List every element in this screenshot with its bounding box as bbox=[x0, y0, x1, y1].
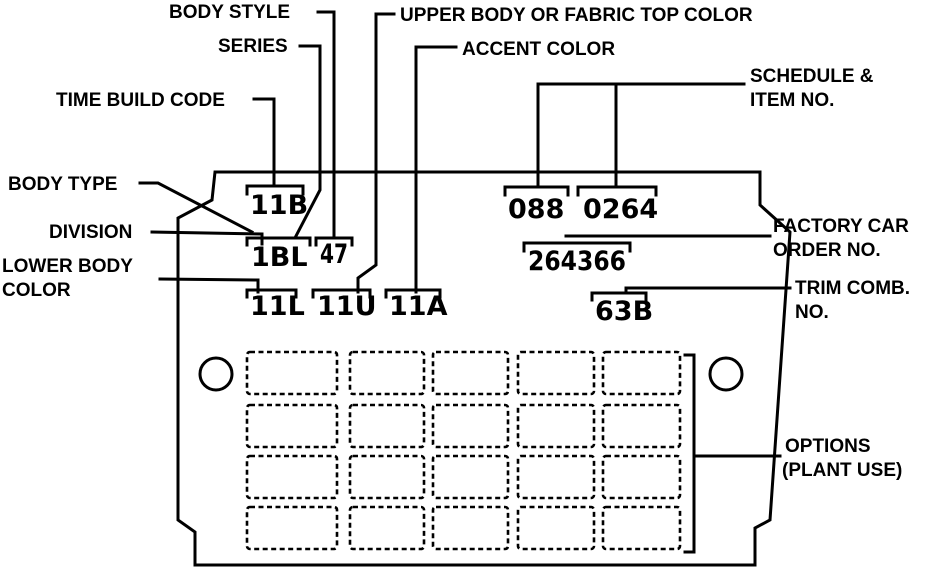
option-box bbox=[601, 505, 682, 551]
mounting-hole-left bbox=[198, 356, 234, 392]
options-bracket bbox=[683, 353, 696, 554]
body-style-bracket bbox=[314, 236, 354, 247]
option-box bbox=[348, 350, 426, 396]
series-leader bbox=[293, 44, 322, 239]
option-box bbox=[516, 350, 596, 396]
time-build-leader bbox=[252, 97, 276, 185]
option-box bbox=[516, 505, 596, 551]
body-style-leader bbox=[316, 10, 336, 237]
option-box bbox=[601, 403, 682, 449]
body-type-bracket bbox=[245, 236, 312, 247]
option-box bbox=[245, 505, 339, 551]
trim-comb-label-line1: TRIM COMB. bbox=[795, 278, 910, 299]
division-leader bbox=[150, 230, 264, 246]
option-box bbox=[431, 454, 510, 500]
time-build-bracket bbox=[245, 184, 305, 196]
item-no-code: 0264 bbox=[583, 194, 658, 225]
schedule-label-line1: SCHEDULE & bbox=[750, 66, 874, 87]
accent-color-code: 11A bbox=[389, 291, 448, 322]
schedule-bracket bbox=[536, 82, 618, 189]
lower-body-label-line2: COLOR bbox=[2, 280, 71, 301]
trim-comb-bracket bbox=[590, 291, 648, 302]
lower-body-bracket bbox=[245, 288, 298, 299]
item-code-bracket bbox=[576, 185, 658, 197]
lower-body-leader bbox=[158, 277, 260, 294]
upper-body-bracket bbox=[311, 288, 372, 299]
body-style-label: BODY STYLE bbox=[169, 2, 290, 23]
lower-body-color-code: 11L bbox=[250, 291, 305, 322]
schedule-code: 088 bbox=[508, 194, 564, 225]
option-box bbox=[516, 403, 596, 449]
option-box bbox=[431, 505, 510, 551]
trim-comb-code: 63B bbox=[595, 296, 653, 327]
option-box bbox=[516, 454, 596, 500]
option-box bbox=[431, 403, 510, 449]
options-grid bbox=[245, 350, 682, 551]
time-build-code-label: TIME BUILD CODE bbox=[56, 90, 225, 111]
plate-outline bbox=[176, 170, 792, 567]
upper-body-color-code: 11U bbox=[317, 291, 377, 322]
body-type-leader bbox=[138, 181, 255, 235]
lower-body-label-line1: LOWER BODY bbox=[2, 256, 133, 277]
option-box bbox=[348, 454, 426, 500]
option-box bbox=[348, 505, 426, 551]
body-type-division-code: 1BL bbox=[251, 242, 308, 273]
option-box bbox=[245, 403, 339, 449]
body-type-label: BODY TYPE bbox=[8, 174, 117, 195]
mounting-hole-right bbox=[708, 356, 744, 392]
series-label: SERIES bbox=[218, 36, 288, 57]
option-box bbox=[601, 454, 682, 500]
option-box bbox=[245, 350, 339, 396]
accent-color-label: ACCENT COLOR bbox=[462, 39, 615, 60]
schedule-label-line2: ITEM NO. bbox=[750, 90, 834, 111]
trim-comb-leader bbox=[624, 286, 792, 294]
trim-comb-label-line2: NO. bbox=[795, 302, 829, 323]
factory-order-code: 264366 bbox=[528, 246, 626, 277]
upper-body-label: UPPER BODY OR FABRIC TOP COLOR bbox=[400, 5, 753, 26]
accent-leader bbox=[414, 45, 458, 294]
options-label-line2: (PLANT USE) bbox=[782, 460, 902, 481]
factory-order-label-line2: ORDER NO. bbox=[773, 240, 881, 261]
option-box bbox=[245, 454, 339, 500]
option-box bbox=[601, 350, 682, 396]
option-box bbox=[431, 350, 510, 396]
upper-body-leader bbox=[356, 12, 396, 294]
body-style-code: 47 bbox=[320, 239, 348, 270]
schedule-code-bracket bbox=[503, 185, 570, 197]
factory-order-label-line1: FACTORY CAR bbox=[773, 216, 909, 237]
options-label-line1: OPTIONS bbox=[785, 436, 871, 457]
factory-order-bracket bbox=[522, 241, 632, 253]
division-label: DIVISION bbox=[49, 222, 132, 243]
accent-bracket bbox=[384, 288, 442, 299]
option-box bbox=[348, 403, 426, 449]
time-build-code: 11B bbox=[250, 190, 308, 221]
